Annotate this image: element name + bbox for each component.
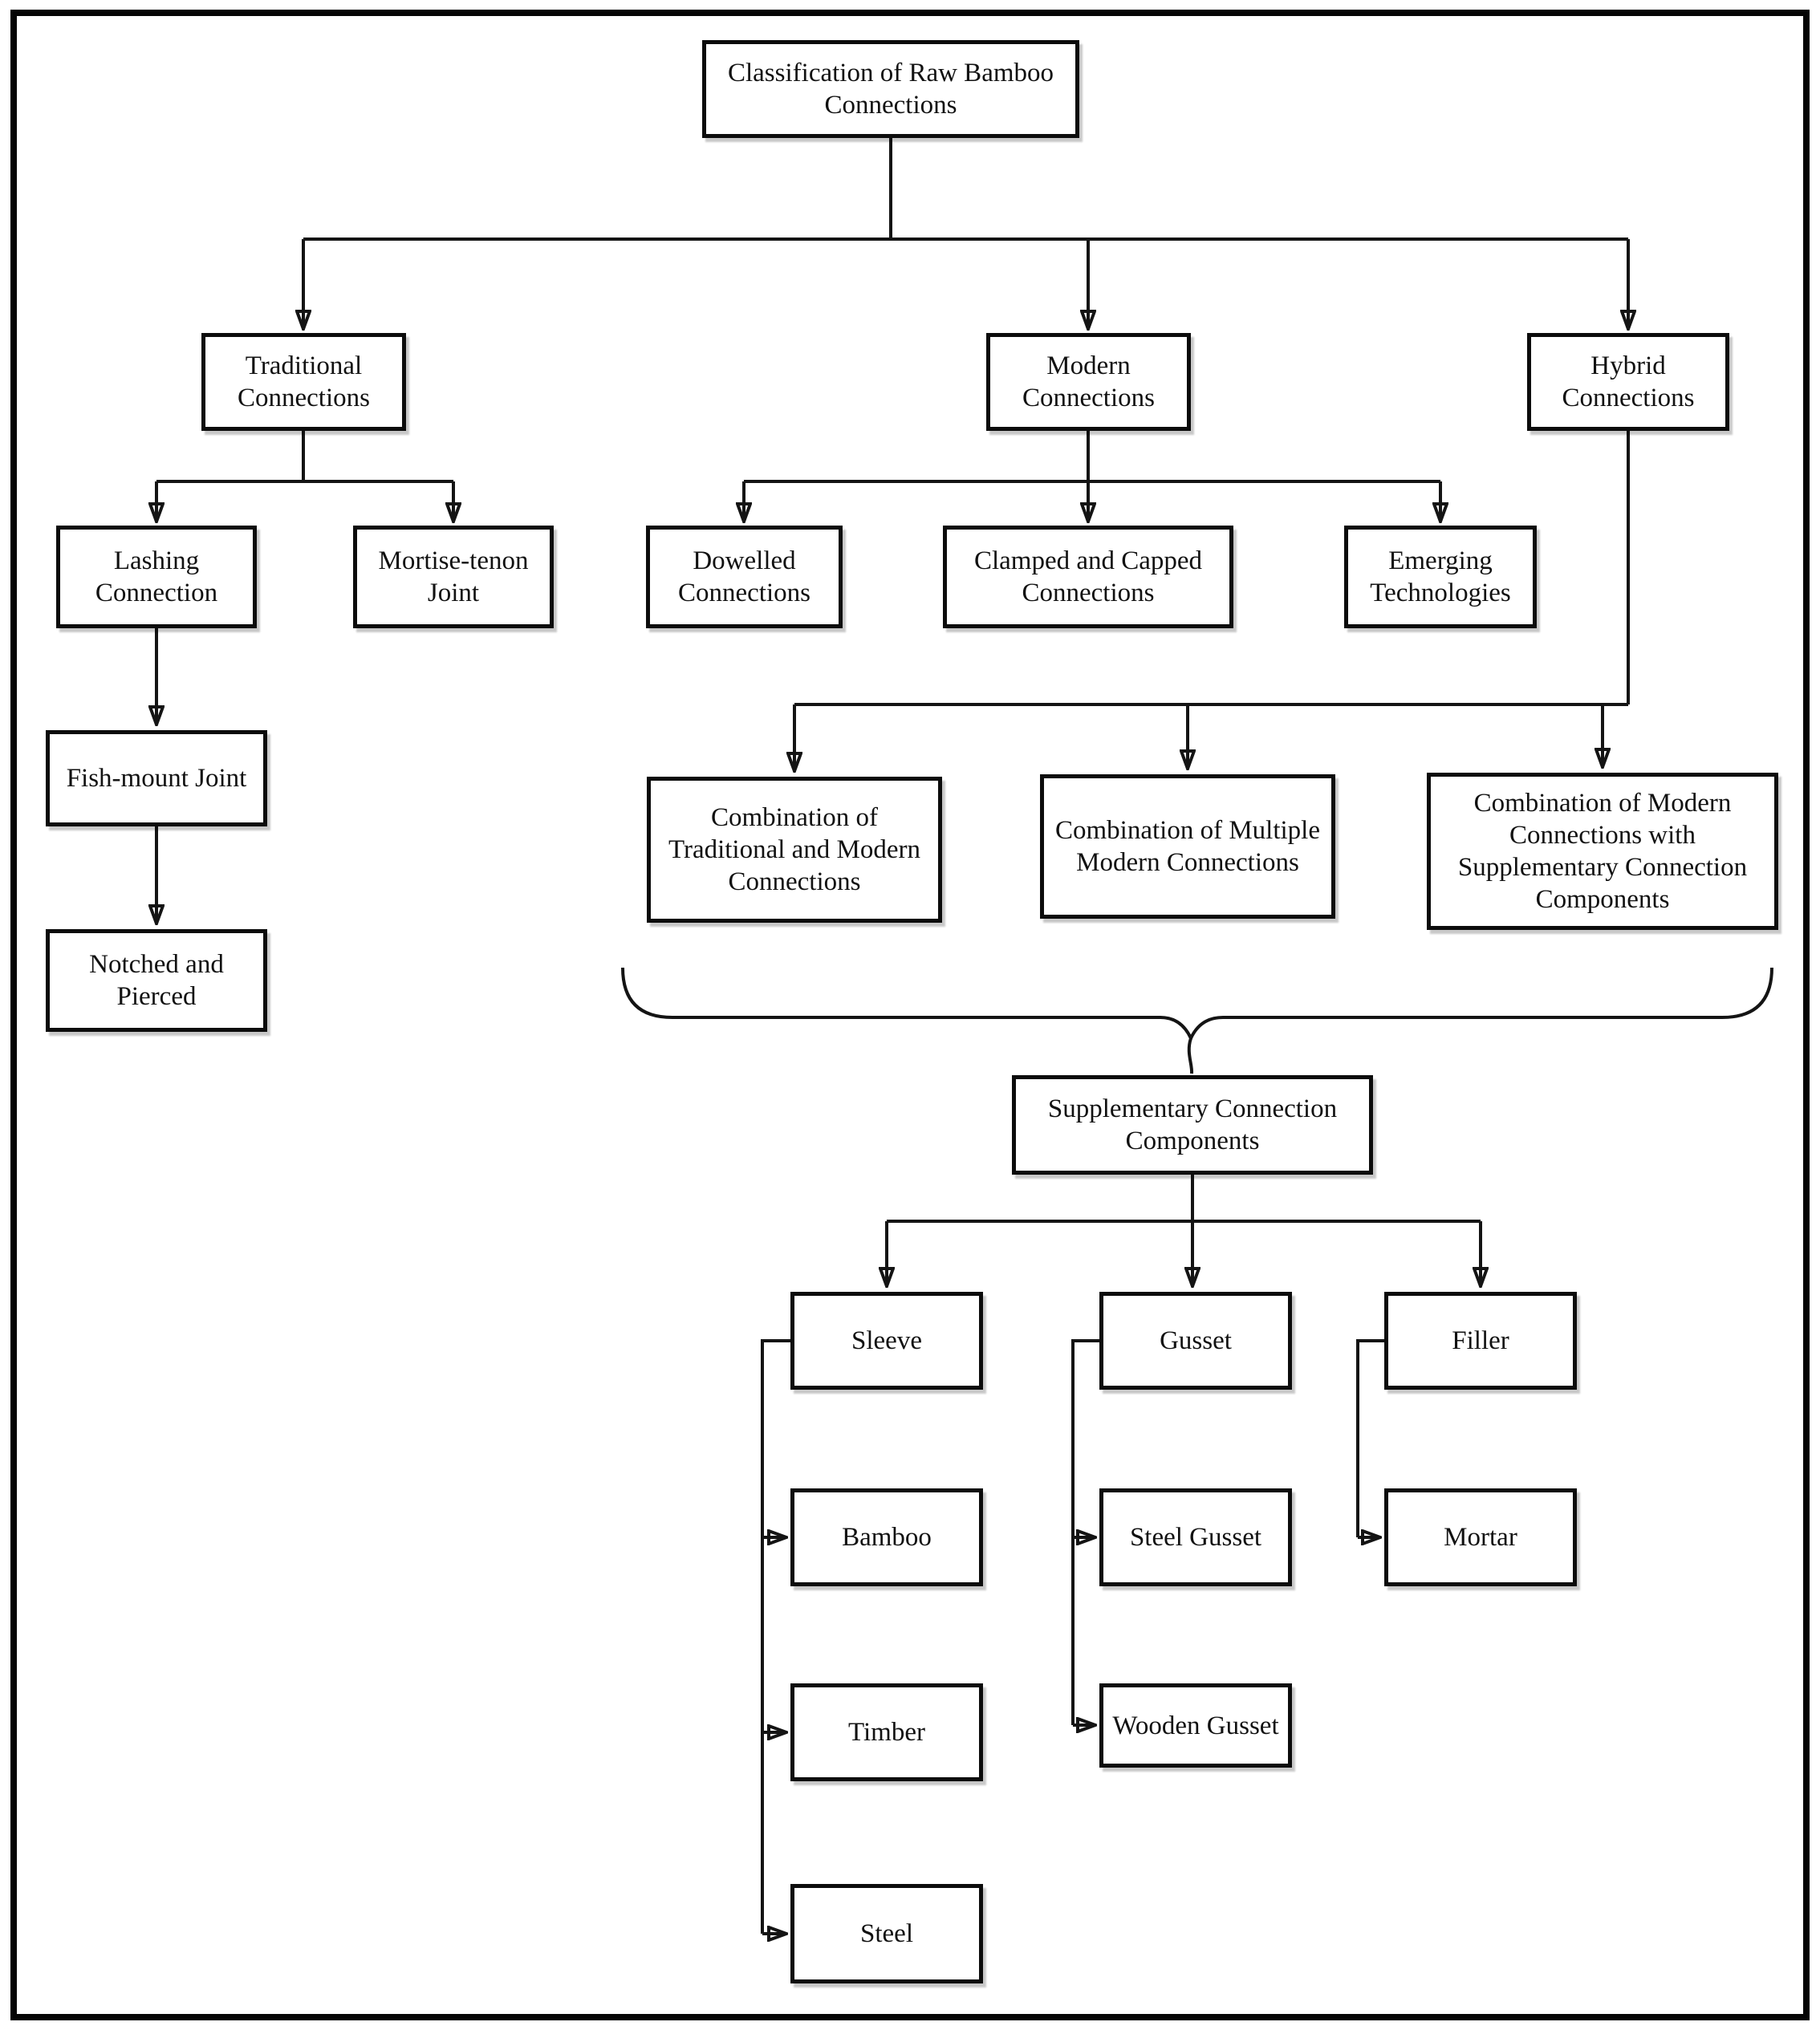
node-mortar-label: Mortar (1444, 1523, 1517, 1552)
edge-root-to-branches (303, 138, 1628, 329)
node-notched-label: Notched and Pierced (89, 950, 224, 1011)
node-lashing-connection: Lashing Connection (56, 526, 257, 628)
edge-traditional-to-children (156, 431, 453, 522)
edge-hybrid-to-children (794, 431, 1630, 771)
node-timber: Timber (790, 1683, 983, 1781)
node-dowelled-label: Dowelled Connections (678, 546, 810, 607)
node-supplementary-connection-components: Supplementary Connection Components (1012, 1075, 1373, 1175)
node-dowelled-connections: Dowelled Connections (646, 526, 843, 628)
node-fishmount-label: Fish-mount Joint (66, 764, 247, 793)
node-modern-connections: Modern Connections (986, 333, 1191, 431)
node-root: Classification of Raw Bamboo Connections (702, 40, 1079, 138)
node-comb3-label: Combination of Modern Connections with S… (1457, 789, 1748, 914)
node-lashing-label: Lashing Connection (95, 546, 218, 607)
node-combination-traditional-modern: Combination of Traditional and Modern Co… (647, 777, 942, 923)
node-steel: Steel (790, 1884, 983, 1983)
edge-filler-to-materials (1356, 1339, 1384, 1537)
node-traditional-connections: Traditional Connections (201, 333, 406, 431)
node-emerging-label: Emerging Technologies (1370, 546, 1511, 607)
node-gusset-label: Gusset (1160, 1326, 1232, 1355)
node-notched-and-pierced: Notched and Pierced (46, 929, 267, 1032)
node-timber-label: Timber (848, 1718, 925, 1747)
node-hybrid-connections: Hybrid Connections (1527, 333, 1729, 431)
node-hybrid-label: Hybrid Connections (1562, 351, 1695, 412)
edge-modern-to-children (744, 431, 1440, 522)
node-bamboo: Bamboo (790, 1488, 983, 1586)
node-filler-label: Filler (1452, 1326, 1509, 1355)
node-clamped-capped-connections: Clamped and Capped Connections (943, 526, 1233, 628)
node-emerging-technologies: Emerging Technologies (1344, 526, 1537, 628)
node-modern-label: Modern Connections (1022, 351, 1155, 412)
node-gusset: Gusset (1099, 1292, 1292, 1390)
node-comb2-label: Combination of Multiple Modern Connectio… (1055, 816, 1320, 877)
node-combination-multiple-modern: Combination of Multiple Modern Connectio… (1040, 774, 1335, 919)
node-filler: Filler (1384, 1292, 1577, 1390)
node-bamboo-label: Bamboo (842, 1523, 932, 1552)
node-sleeve-label: Sleeve (851, 1326, 922, 1355)
node-steel-gusset-label: Steel Gusset (1129, 1523, 1262, 1552)
node-steel-gusset: Steel Gusset (1099, 1488, 1292, 1586)
node-comb1-label: Combination of Traditional and Modern Co… (668, 803, 921, 896)
edge-gusset-to-materials (1071, 1339, 1099, 1725)
node-supplementary-label: Supplementary Connection Components (1047, 1094, 1338, 1155)
edge-sleeve-to-materials (761, 1339, 790, 1934)
node-root-label: Classification of Raw Bamboo Connections (727, 59, 1054, 120)
node-fish-mount-joint: Fish-mount Joint (46, 730, 267, 826)
node-mortar: Mortar (1384, 1488, 1577, 1586)
node-steel-label: Steel (860, 1919, 913, 1948)
node-wooden-gusset: Wooden Gusset (1099, 1683, 1292, 1768)
node-mortise-tenon-joint: Mortise-tenon Joint (353, 526, 554, 628)
node-combination-modern-supplementary: Combination of Modern Connections with S… (1427, 773, 1778, 930)
edge-supplementary-to-children (887, 1175, 1481, 1286)
node-traditional-label: Traditional Connections (238, 351, 370, 412)
node-clamped-label: Clamped and Capped Connections (973, 546, 1203, 607)
node-mortise-label: Mortise-tenon Joint (378, 546, 529, 607)
node-sleeve: Sleeve (790, 1292, 983, 1390)
node-wooden-gusset-label: Wooden Gusset (1112, 1711, 1279, 1740)
brace-connector (621, 967, 1773, 1074)
